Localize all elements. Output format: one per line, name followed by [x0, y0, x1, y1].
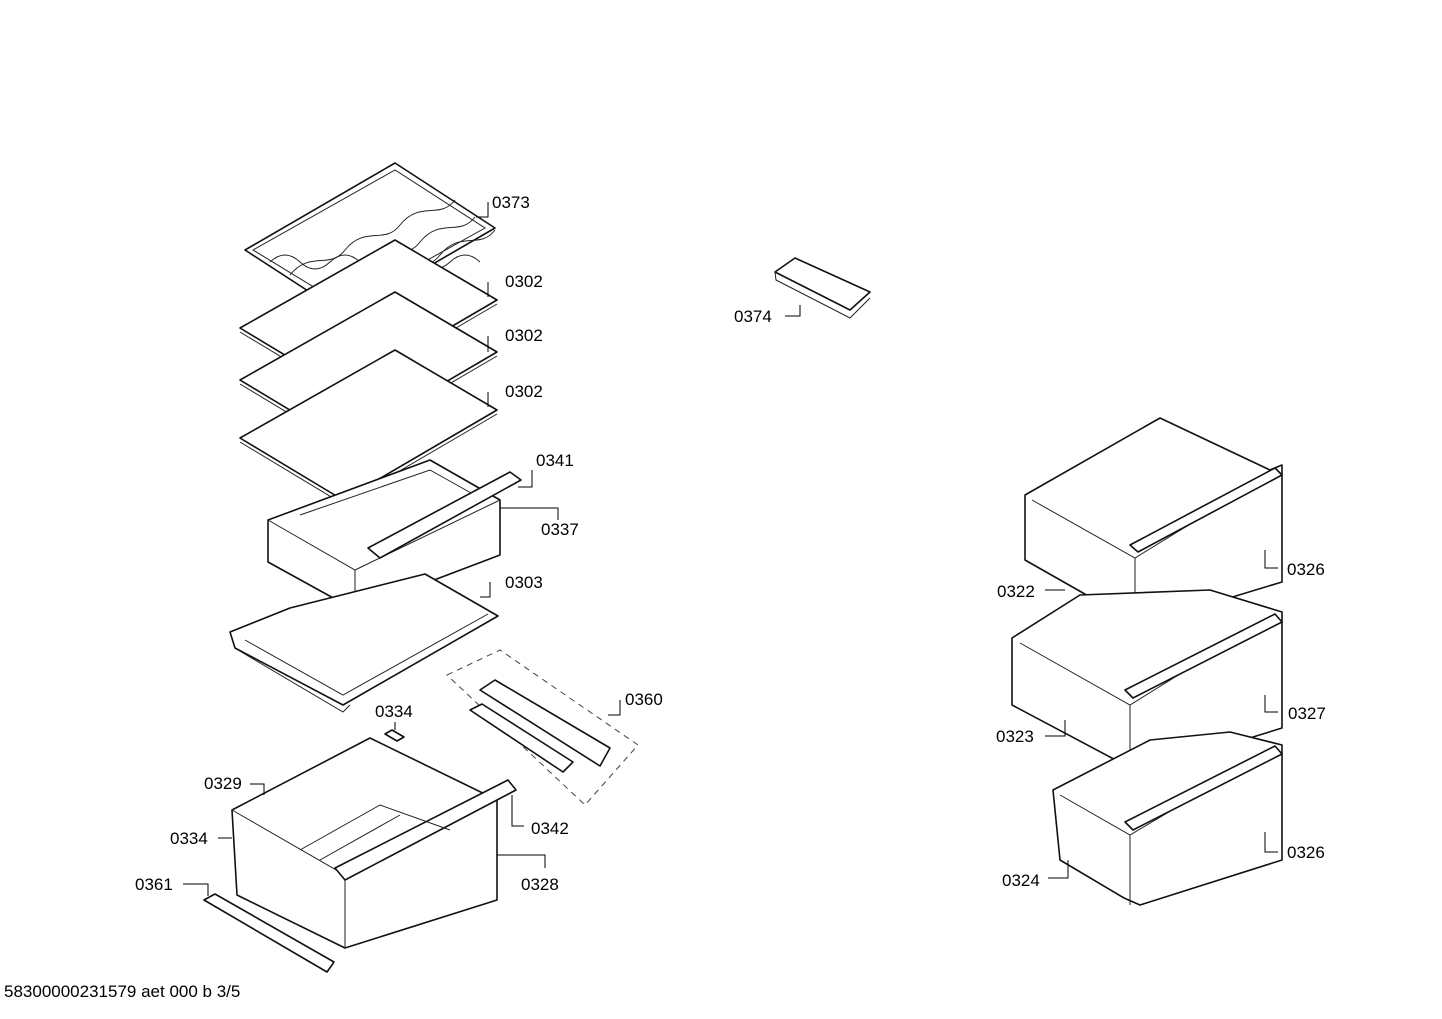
rail-set-part — [469, 679, 611, 773]
leader-lines — [183, 202, 1278, 896]
glass-tray-part — [229, 573, 499, 713]
label-0326: 0326 — [1287, 560, 1325, 579]
label-0329: 0329 — [204, 774, 242, 793]
document-reference-footer: 58300000231579 aet 000 b 3/5 — [4, 982, 241, 1001]
lower-drawer-part — [231, 737, 517, 949]
right-drawer-top-part — [1024, 417, 1283, 626]
ice-tray-part — [774, 257, 871, 319]
label-0374: 0374 — [734, 307, 772, 326]
right-drawer-middle-part — [1011, 589, 1283, 773]
label-0322: 0322 — [997, 582, 1035, 601]
label-0361: 0361 — [135, 875, 173, 894]
label-0326: 0326 — [1287, 843, 1325, 862]
label-0302: 0302 — [505, 382, 543, 401]
label-0303: 0303 — [505, 573, 543, 592]
label-0327: 0327 — [1288, 704, 1326, 723]
label-0334: 0334 — [375, 702, 413, 721]
upper-drawer-part — [267, 459, 522, 611]
label-0328: 0328 — [521, 875, 559, 894]
clip-part — [384, 729, 405, 742]
label-0373: 0373 — [492, 193, 530, 212]
label-0302: 0302 — [505, 326, 543, 345]
rail-part — [203, 893, 335, 973]
label-0341: 0341 — [536, 451, 574, 470]
label-0323: 0323 — [996, 727, 1034, 746]
label-0334: 0334 — [170, 829, 208, 848]
right-drawer-bottom-part — [1052, 731, 1283, 906]
label-0337: 0337 — [541, 520, 579, 539]
label-0302: 0302 — [505, 272, 543, 291]
label-0324: 0324 — [1002, 871, 1040, 890]
label-0342: 0342 — [531, 819, 569, 838]
label-0360: 0360 — [625, 690, 663, 709]
